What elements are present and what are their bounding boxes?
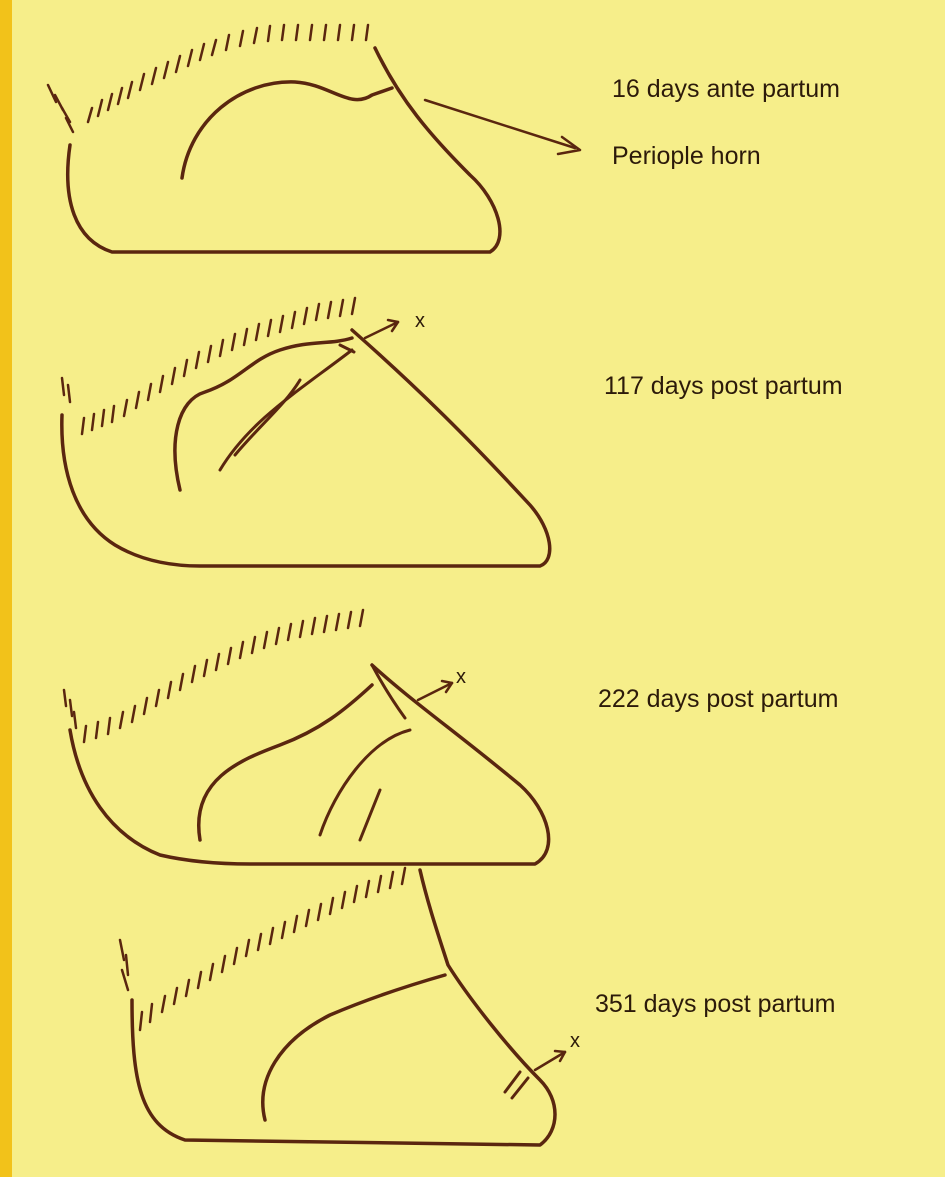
marker-x-117: x (415, 310, 425, 333)
periople-horn-label: Periople horn (612, 142, 761, 171)
stage-label-222-days-post: 222 days post partum (598, 685, 838, 714)
periople-arrow-line (425, 100, 575, 148)
stage-label-16-days-ante: 16 days ante partum (612, 75, 840, 104)
coronary-hair-1 (48, 25, 368, 132)
stage-label-351-days-post: 351 days post partum (595, 990, 835, 1019)
coronary-hair-4 (120, 868, 405, 1030)
marker-x-351: x (570, 1030, 580, 1053)
coronary-hair-3 (64, 610, 363, 742)
stage-label-117-days-post: 117 days post partum (604, 372, 843, 401)
marker-x-222: x (456, 666, 466, 689)
hoof-2 (62, 298, 550, 566)
hoof-4 (120, 868, 565, 1145)
coronary-hair-2 (62, 298, 355, 434)
hoof-3 (64, 610, 549, 864)
hoof-1 (48, 25, 580, 252)
